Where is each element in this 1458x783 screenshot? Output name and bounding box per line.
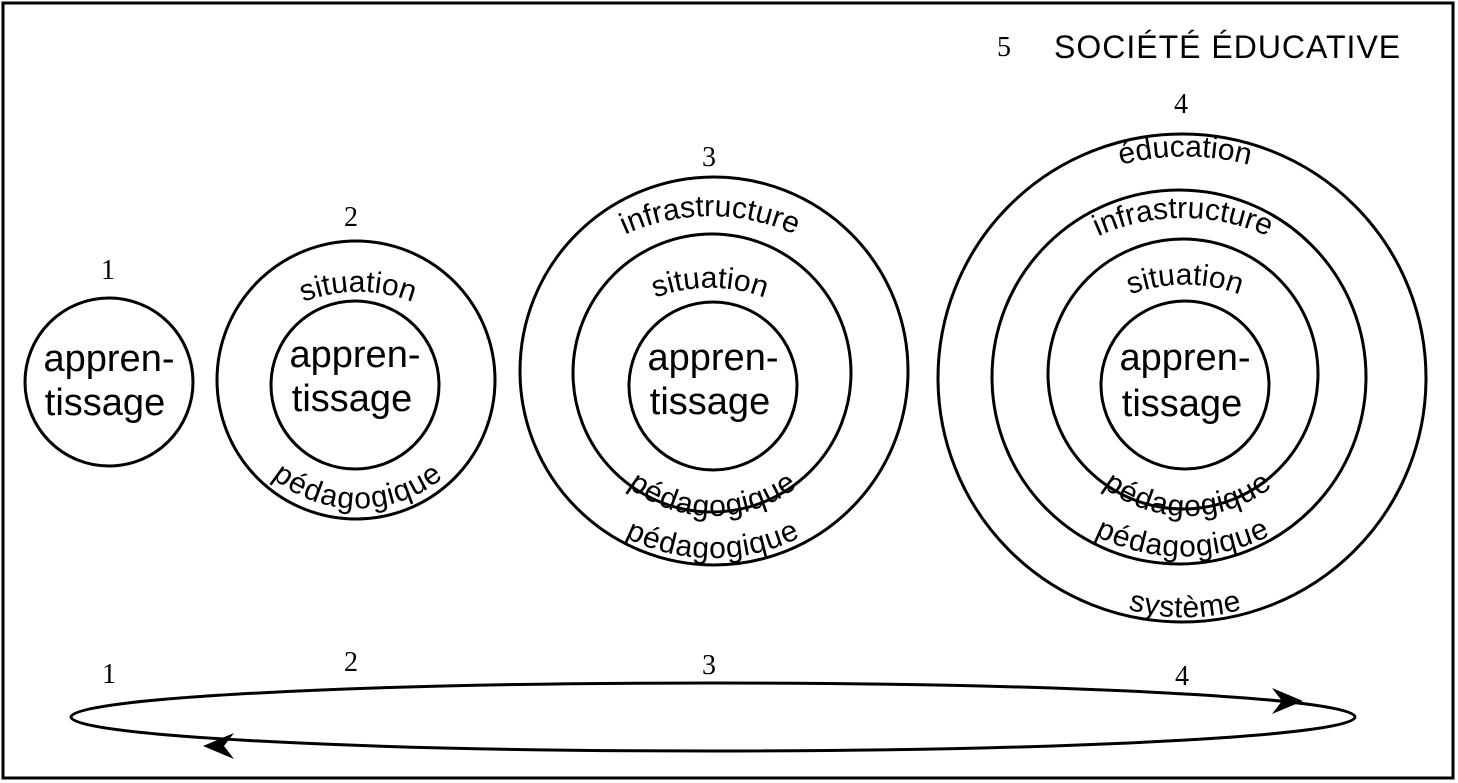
stage-4-core-line2: tissage — [1122, 383, 1242, 425]
stage-4-number: 4 — [1174, 89, 1188, 120]
stage-4-label-education: éducation — [1115, 130, 1255, 171]
cycle: 1 2 3 4 — [69, 647, 1357, 759]
cycle-arrow-left-icon — [203, 733, 234, 759]
stage-1-number: 1 — [101, 255, 115, 286]
stage-2-label-bottom: pédagogique — [267, 457, 447, 516]
stage-3-middle-circle — [571, 232, 853, 514]
stage-2-number: 2 — [344, 202, 358, 233]
cycle-number-1: 1 — [102, 659, 116, 690]
stage-3-core-circle — [627, 300, 799, 472]
stage-3-number: 3 — [702, 142, 716, 173]
title-number: 5 — [997, 32, 1011, 63]
stage-4-core-circle — [1099, 299, 1271, 471]
stage-3-label-inner-top: situation — [647, 262, 773, 305]
stage-3: 3 infrastructure situation pédagogique p… — [518, 142, 910, 567]
stage-2-core-line2: tissage — [292, 378, 412, 420]
cycle-arrow-right-icon — [1272, 688, 1303, 714]
diagram-title: SOCIÉTÉ ÉDUCATIVE — [1054, 29, 1401, 65]
cycle-number-2: 2 — [344, 647, 358, 678]
stage-3-core-line1: appren- — [648, 337, 779, 379]
stage-2: 2 situation pédagogique appren- tissage — [215, 202, 497, 521]
stage-4: 4 éducation infrastructure situation péd… — [936, 89, 1428, 625]
stage-1: 1 appren- tissage — [23, 255, 195, 468]
stage-3-core-line2: tissage — [650, 381, 770, 423]
cycle-number-4: 4 — [1175, 661, 1189, 692]
stage-4-label-situation: situation — [1122, 259, 1247, 302]
stage-4-second-circle — [1046, 237, 1320, 511]
stage-1-core-line1: appren- — [44, 338, 175, 380]
cycle-ellipse — [69, 681, 1357, 753]
stage-4-outer-circle — [936, 132, 1428, 624]
stage-1-core-line2: tissage — [45, 382, 165, 424]
stage-4-core-line1: appren- — [1120, 337, 1251, 379]
stage-4-label-inner-bottom: pédagogique — [1098, 465, 1276, 523]
stage-2-core-circle — [269, 299, 441, 471]
stage-3-label-inner-bottom: pédagogique — [623, 465, 801, 523]
stage-3-outer-circle — [518, 175, 910, 567]
stage-4-third-circle — [990, 188, 1368, 566]
stage-2-core-line1: appren- — [290, 334, 421, 376]
stage-1-core-circle — [23, 296, 195, 468]
cycle-number-3: 3 — [702, 650, 716, 681]
stage-2-outer-circle — [215, 239, 497, 521]
